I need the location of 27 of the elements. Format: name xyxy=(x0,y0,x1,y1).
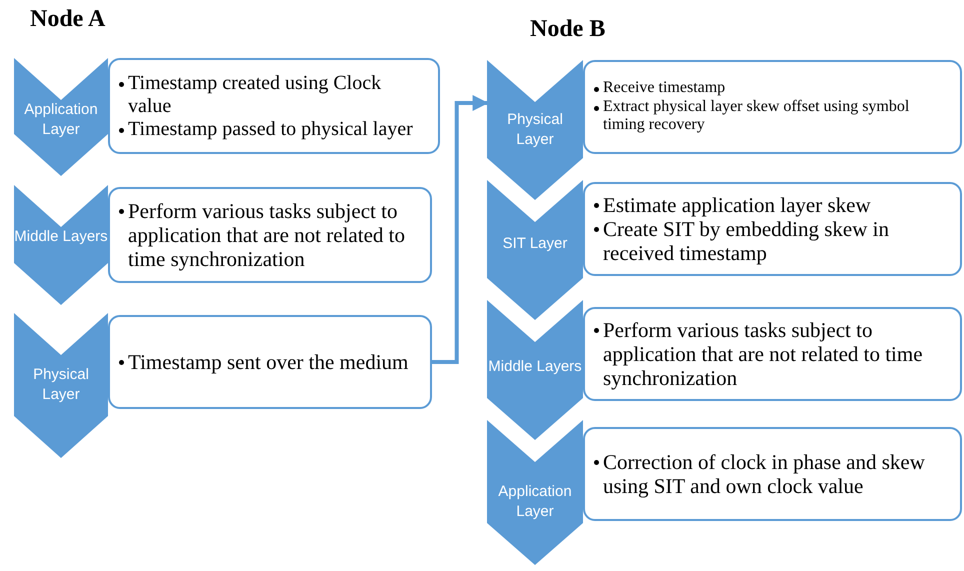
text-box xyxy=(583,182,962,276)
bullet-text: Correction of clock in phase and skew using SIT and own clock value xyxy=(603,450,926,498)
chevron-shape: SIT Layer xyxy=(487,180,583,320)
chevron-shape: Middle Layers xyxy=(487,300,583,440)
text-box xyxy=(583,307,962,401)
text-box xyxy=(108,187,432,283)
bullet-text: Receive timestamp xyxy=(603,79,726,98)
chevron-shape: Physical Layer xyxy=(487,60,583,200)
bullet-text: Perform various tasks subject to application that are not related to time synchronization xyxy=(128,198,406,272)
bullet-text: Timestamp sent over the medium xyxy=(128,350,408,374)
bullet-text: Create SIT by embedding skew in received timestamp xyxy=(603,216,890,266)
text-box xyxy=(583,427,962,521)
column-heading: Node B xyxy=(530,16,606,43)
bullet-text: Timestamp created using Clock value xyxy=(128,72,382,118)
bullet-text: Extract physical layer skew offset using symbol timing recovery xyxy=(603,98,910,135)
chevron-shape: Middle Layers xyxy=(14,185,108,305)
bullet-text: Perform various tasks subject to application that are not related to time synchronization xyxy=(603,318,924,390)
column-heading: Node A xyxy=(30,6,106,33)
text-box xyxy=(108,58,440,154)
chevron-shape: Physical Layer xyxy=(14,313,108,458)
bullet-text: Estimate application layer skew xyxy=(603,192,872,217)
bullet-text: Timestamp passed to physical layer xyxy=(128,118,414,140)
text-box xyxy=(108,315,432,409)
text-box xyxy=(583,60,962,154)
chevron-shape: Application Layer xyxy=(14,58,108,176)
chevron-shape: Application Layer xyxy=(487,420,583,565)
arrow xyxy=(432,95,489,364)
